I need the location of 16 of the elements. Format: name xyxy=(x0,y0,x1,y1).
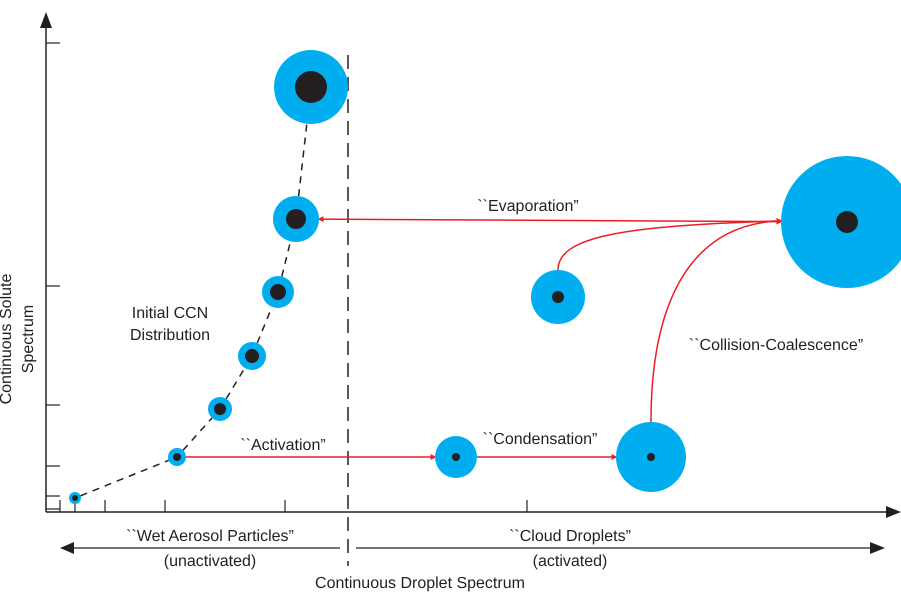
dashed-curve xyxy=(298,124,308,196)
text-label: ``Wet Aerosol Particles” xyxy=(125,527,295,547)
text-label: Initial CCN Distribution xyxy=(128,304,212,346)
text-label: (activated) xyxy=(532,552,608,572)
dashed-curve xyxy=(182,417,213,451)
arrow xyxy=(650,218,782,422)
dashed-curve xyxy=(80,460,169,496)
arrow xyxy=(557,218,782,270)
arrow xyxy=(318,216,782,225)
arrow xyxy=(186,454,436,460)
text-label: (unactivated) xyxy=(162,552,258,572)
dashed-curve xyxy=(226,368,246,400)
arrow xyxy=(477,454,618,460)
droplet-circle xyxy=(69,492,81,504)
text-label: ``Cloud Droplets” xyxy=(508,527,632,547)
text-label: Continuous Droplet Spectrum xyxy=(314,574,526,593)
